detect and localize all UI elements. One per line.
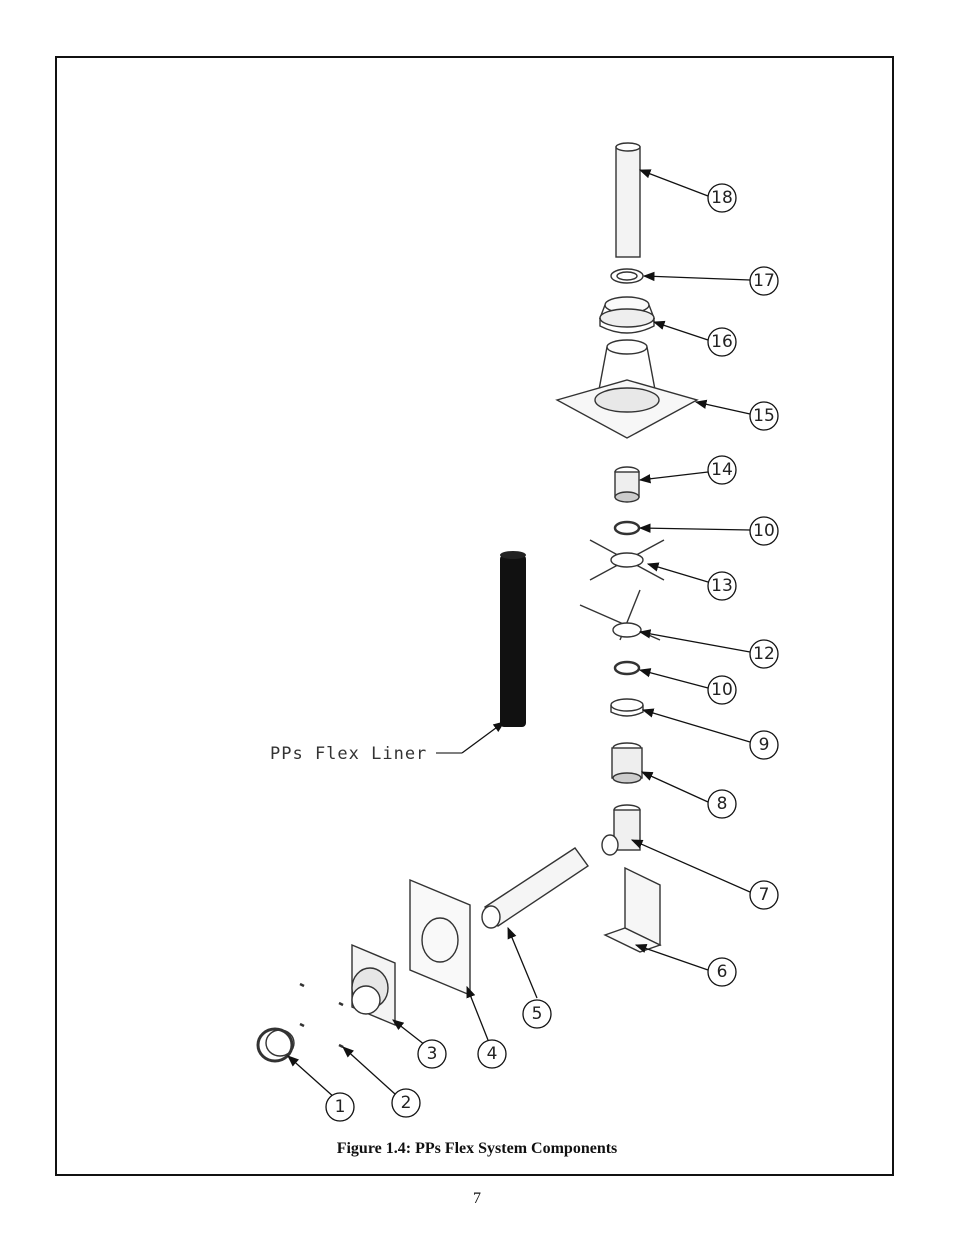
part-spacer-flat	[589, 539, 665, 581]
part-wall-plate	[409, 878, 471, 997]
part-horizontal-pipe	[481, 847, 589, 929]
part-terminal-clamp	[256, 1027, 295, 1063]
callout-16: 16	[711, 332, 733, 352]
part-top-adapter	[614, 466, 640, 503]
part-roof-flashing	[555, 339, 699, 439]
callout-3: 3	[427, 1044, 438, 1064]
callout-17: 17	[753, 271, 775, 291]
callout-10-upper: 10	[753, 521, 775, 541]
callout-4: 4	[487, 1044, 498, 1064]
callout-7: 7	[759, 885, 770, 905]
callout-2: 2	[401, 1093, 412, 1113]
callout-15: 15	[753, 406, 775, 426]
part-support-bracket	[603, 866, 662, 953]
flex-liner-hose	[500, 551, 526, 727]
page-number: 7	[473, 1190, 481, 1207]
figure-frame	[55, 56, 894, 1176]
part-vent-pipe	[615, 142, 641, 258]
callout-1: 1	[335, 1097, 346, 1117]
callout-5: 5	[532, 1004, 543, 1024]
part-wall-terminal	[351, 943, 396, 1027]
part-tee	[601, 804, 641, 856]
callout-12: 12	[753, 644, 775, 664]
callout-14: 14	[711, 460, 733, 480]
callout-18: 18	[711, 188, 733, 208]
part-o-ring-upper	[613, 520, 641, 536]
callout-6: 6	[717, 962, 728, 982]
callout-9: 9	[759, 735, 770, 755]
part-spacer-angled	[579, 589, 661, 641]
callout-10-lower: 10	[711, 680, 733, 700]
part-o-ring-lower	[613, 660, 641, 676]
part-screws	[299, 982, 344, 1049]
figure-caption: Figure 1.4: PPs Flex System Components	[336, 1140, 618, 1157]
part-seal-ring	[610, 268, 644, 284]
callout-13: 13	[711, 576, 733, 596]
part-band-clamp	[610, 698, 644, 717]
part-liner-adapter	[611, 742, 643, 784]
callout-8: 8	[717, 794, 728, 814]
part-storm-collar	[598, 296, 656, 334]
flex-liner-label: PPs Flex Liner	[270, 744, 427, 764]
